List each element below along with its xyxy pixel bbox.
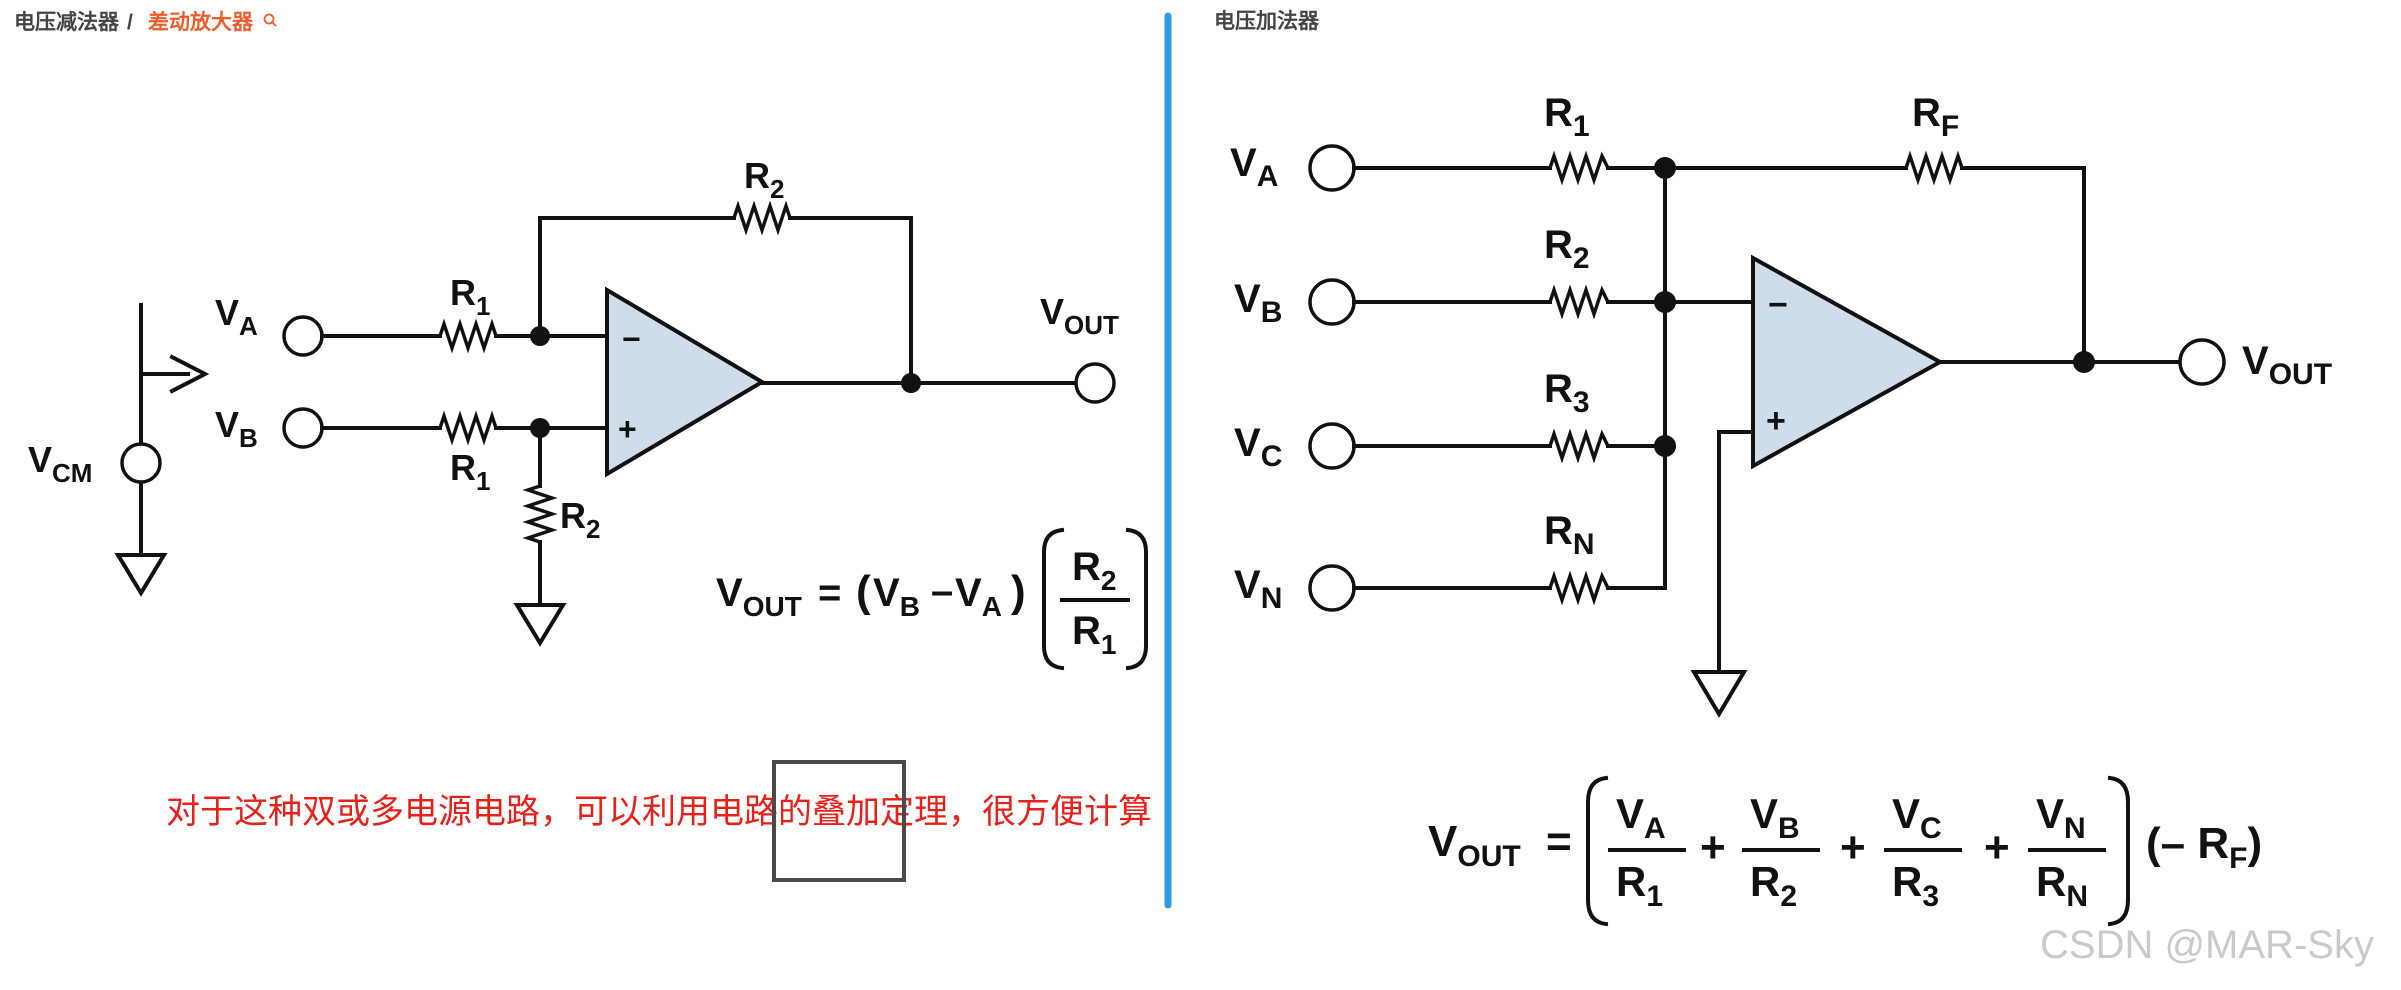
plus-sign: + — [1700, 823, 1726, 872]
subtractor-formula: VOUT = ( VB – VA ) R2 R1 — [716, 527, 1148, 671]
right-panel-title: 电压加法器 — [1214, 9, 1320, 33]
r1-top-label: R1 — [450, 272, 490, 321]
vc-terminal — [1308, 422, 1356, 470]
rf-resistor — [1904, 150, 1964, 186]
feedback-wire-left — [538, 216, 736, 338]
formula-lhs: VOUT — [1428, 817, 1521, 873]
formula-lhs: VOUT — [716, 571, 802, 622]
vout-label: VOUT — [1040, 291, 1119, 340]
formula-denominator: R1 — [1072, 609, 1116, 660]
junction-node — [1654, 435, 1676, 457]
highlight-box — [772, 760, 906, 882]
junction-node — [1654, 291, 1676, 313]
opamp-triangle — [1751, 254, 1945, 470]
rn-label: RN — [1544, 509, 1595, 561]
search-icon[interactable] — [263, 13, 277, 27]
opamp-minus-sign: − — [622, 321, 641, 357]
r1-top-resistor — [438, 318, 498, 354]
formula-va: VA — [955, 571, 1002, 622]
ground-symbol — [114, 553, 168, 597]
formula-equals: = — [818, 571, 841, 615]
vcm-source — [120, 442, 162, 484]
junction-node — [1654, 157, 1676, 179]
subtractor-circuit: − + VA VB VCM R1 R1 R2 R2 VOUT — [28, 155, 1119, 647]
ground-symbol — [1690, 670, 1748, 718]
breadcrumb-separator: / — [127, 11, 133, 34]
formula-neg-rf: (– RF) — [2146, 819, 2262, 875]
rf-label: RF — [1912, 91, 1959, 143]
summing-circuit: − + VA VB VC VN R1 R2 R3 RN RF VOUT — [1230, 91, 2332, 718]
va-terminal — [282, 315, 324, 357]
superposition-note: 对于这种双或多电源电路，可以利用电路的叠加定理，很方便计算 — [166, 793, 1152, 831]
r1-label: R1 — [1544, 91, 1590, 143]
vout-terminal — [2178, 338, 2226, 386]
term1-denominator: R1 — [1616, 858, 1663, 913]
formula-vb: VB — [873, 571, 920, 622]
junction-node — [2073, 351, 2095, 373]
rn-resistor — [1548, 570, 1610, 606]
formula-paren-open: ( — [856, 567, 871, 616]
term3-denominator: R3 — [1892, 858, 1939, 913]
term2-denominator: R2 — [1750, 858, 1797, 913]
term1-numerator: VA — [1616, 790, 1666, 845]
r2-label: R2 — [1544, 223, 1590, 275]
r2-ground-resistor — [522, 484, 558, 544]
va-label: VA — [1230, 141, 1278, 193]
formula-big-paren-right — [1125, 527, 1148, 671]
formula-paren-close: ) — [1011, 567, 1026, 616]
summing-formula: VOUT = VA R1 + VB R2 + VC R3 + VN RN (– … — [1428, 775, 2262, 927]
vb-label: VB — [215, 404, 258, 453]
formula-numerator: R2 — [1072, 545, 1116, 596]
r2-feedback-resistor — [732, 200, 792, 236]
breadcrumb-section[interactable]: 电压减法器 — [14, 10, 120, 34]
csdn-watermark: CSDN @MAR-Sky — [2040, 923, 2374, 967]
plus-sign: + — [1984, 823, 2010, 872]
va-label: VA — [215, 292, 258, 341]
vn-label: VN — [1234, 563, 1282, 615]
formula-big-paren-left — [1586, 775, 1609, 927]
vb-terminal — [1308, 278, 1356, 326]
ground-symbol — [513, 603, 567, 647]
r3-resistor — [1548, 428, 1610, 464]
rf-feedback-wire — [1960, 166, 2086, 364]
vc-label: VC — [1234, 421, 1282, 473]
opamp-plus-sign: + — [618, 411, 637, 447]
r1-bottom-resistor — [438, 410, 498, 446]
term4-denominator: RN — [2036, 858, 2088, 913]
opamp-minus-sign: − — [1768, 286, 1788, 324]
vcm-label: VCM — [28, 439, 92, 488]
breadcrumb-current-link[interactable]: 差动放大器 — [148, 10, 254, 34]
r2-feedback-label: R2 — [744, 155, 784, 204]
plus-sign: + — [1840, 823, 1866, 872]
vb-label: VB — [1234, 277, 1282, 329]
vcm-arrow-head — [169, 354, 210, 394]
junction-node — [901, 373, 921, 393]
r1-resistor — [1548, 150, 1610, 186]
opamp-triangle — [605, 286, 766, 478]
term2-numerator: VB — [1750, 790, 1800, 845]
feedback-wire-right — [788, 216, 913, 385]
plus-ground-wire — [1717, 430, 1758, 670]
vn-terminal — [1308, 564, 1356, 612]
vb-terminal — [282, 407, 324, 449]
summing-bus-wire — [1606, 166, 1667, 590]
r3-label: R3 — [1544, 367, 1590, 419]
formula-big-paren-left — [1042, 527, 1065, 671]
vout-label: VOUT — [2242, 339, 2332, 391]
term3-numerator: VC — [1892, 790, 1942, 845]
formula-minus: – — [931, 569, 953, 613]
formula-big-paren-right — [2107, 775, 2130, 927]
vout-terminal — [1074, 362, 1116, 404]
va-terminal — [1308, 144, 1356, 192]
opamp-plus-sign: + — [1766, 402, 1786, 440]
breadcrumb: 电压减法器 / 差动放大器 — [14, 10, 277, 34]
r2-resistor — [1548, 284, 1610, 320]
r1-bottom-label: R1 — [450, 447, 490, 496]
term4-numerator: VN — [2036, 790, 2086, 845]
r2-ground-label: R2 — [560, 495, 600, 544]
formula-equals: = — [1546, 817, 1572, 866]
